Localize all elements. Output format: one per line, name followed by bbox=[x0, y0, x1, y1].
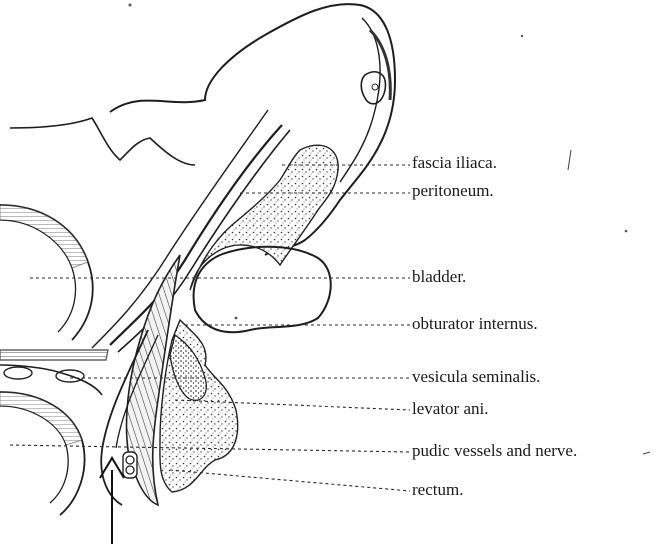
ilium-inner-edge bbox=[340, 18, 380, 182]
femur-head-upper bbox=[0, 205, 93, 340]
leader-rectum bbox=[170, 470, 410, 491]
femur-lower-band bbox=[0, 350, 108, 360]
label-obturator-internus: obturator internus. bbox=[412, 314, 538, 334]
label-levator-ani: levator ani. bbox=[412, 399, 488, 419]
stray-mark bbox=[568, 150, 571, 170]
speck bbox=[625, 230, 628, 233]
stray-mark bbox=[643, 452, 650, 454]
label-peritoneum: peritoneum. bbox=[412, 181, 494, 201]
label-rectum: rectum. bbox=[412, 480, 463, 500]
socket-dot bbox=[372, 84, 378, 90]
speck bbox=[521, 35, 523, 37]
label-bladder: bladder. bbox=[412, 267, 466, 287]
obturator-area bbox=[160, 320, 238, 492]
hip-socket bbox=[361, 72, 385, 104]
iliac-crest-left bbox=[10, 118, 195, 165]
femur-head-lower bbox=[0, 392, 85, 515]
bladder-outline bbox=[194, 247, 331, 332]
femur-lower-shaft bbox=[0, 365, 102, 395]
pudic-vessels-mark bbox=[123, 452, 137, 478]
arrow-icon bbox=[100, 458, 124, 544]
speck bbox=[129, 4, 132, 7]
label-vesicula-seminalis: vesicula seminalis. bbox=[412, 367, 540, 387]
label-fascia-iliaca: fascia iliaca. bbox=[412, 153, 497, 173]
speck bbox=[235, 317, 238, 320]
label-pudic-vessels: pudic vessels and nerve. bbox=[412, 441, 577, 461]
